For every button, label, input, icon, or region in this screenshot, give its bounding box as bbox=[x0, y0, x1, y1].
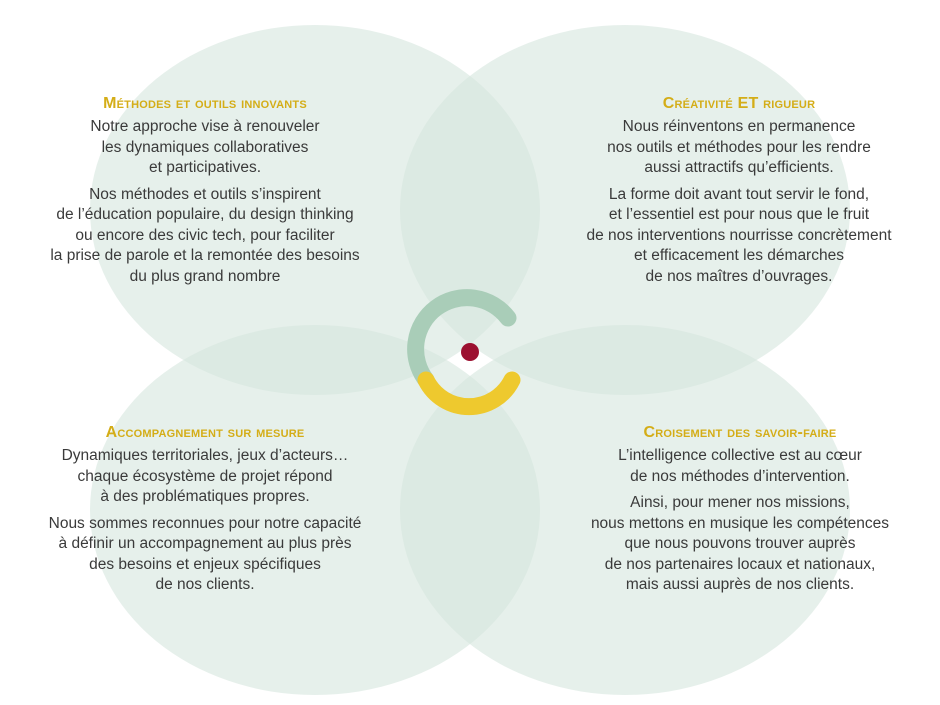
text-line: nous mettons en musique les compétences bbox=[590, 514, 890, 532]
text-line: à des problématiques propres. bbox=[100, 488, 310, 505]
paragraph: Nous réinventons en permanence nos outil… bbox=[550, 117, 928, 179]
text-line: La forme doit avant tout servir le fond, bbox=[608, 185, 870, 203]
paragraph: Dynamiques territoriales, jeux d’acteurs… bbox=[15, 446, 395, 508]
text-line: ou encore des civic tech, pour faciliter bbox=[75, 226, 335, 244]
text-line: Nous sommes reconnues pour notre capacit… bbox=[48, 514, 362, 532]
text-line: la prise de parole et la remontée des be… bbox=[50, 247, 360, 264]
logo-arc-green bbox=[407, 289, 517, 389]
block-title: Méthodes et outils innovants bbox=[103, 95, 307, 112]
text-line: Nos méthodes et outils s’inspirent bbox=[89, 185, 321, 203]
text-line: Notre approche vise à renouveler bbox=[90, 118, 320, 135]
text-line: les dynamiques collaboratives bbox=[101, 138, 309, 156]
text-line: Nous réinventons en permanence bbox=[622, 118, 856, 135]
text-line: nos outils et méthodes pour les rendre bbox=[607, 138, 871, 156]
text-line: mais aussi auprès de nos clients. bbox=[625, 576, 855, 593]
text-line: L’intelligence collective est au cœur bbox=[618, 447, 862, 464]
petal-bottom-left bbox=[90, 325, 540, 695]
paragraph: Notre approche vise à renouveler les dyn… bbox=[15, 117, 395, 179]
logo-center-dot bbox=[461, 343, 479, 361]
text-line: Dynamiques territoriales, jeux d’acteurs… bbox=[61, 447, 349, 464]
block-methodes: Méthodes et outils innovants Notre appro… bbox=[15, 95, 395, 293]
paragraph: Nos méthodes et outils s’inspirent de l’… bbox=[15, 185, 395, 288]
text-line: de nos partenaires locaux et nationaux, bbox=[604, 555, 876, 573]
text-line: chaque écosystème de projet répond bbox=[77, 467, 333, 485]
text-line: aussi attractifs qu’efficients. bbox=[644, 159, 834, 176]
text-line: Ainsi, pour mener nos missions, bbox=[630, 494, 850, 511]
petal-top-right bbox=[400, 25, 850, 395]
text-line: du plus grand nombre bbox=[129, 267, 281, 285]
paragraph: Ainsi, pour mener nos missions, nous met… bbox=[560, 493, 920, 596]
block-title: Créativité ET rigueur bbox=[662, 95, 816, 112]
text-line: de nos clients. bbox=[155, 576, 255, 593]
paragraph: L’intelligence collective est au cœur de… bbox=[560, 446, 920, 487]
text-line: de l’éducation populaire, du design thin… bbox=[56, 206, 354, 223]
petal-bottom-right bbox=[400, 325, 850, 695]
block-croisement: Croisement des savoir-faire L’intelligen… bbox=[560, 424, 920, 602]
block-creativite: Créativité ET rigueur Nous réinventons e… bbox=[550, 95, 928, 293]
text-line: de nos méthodes d’intervention. bbox=[630, 467, 850, 485]
paragraph: La forme doit avant tout servir le fond,… bbox=[550, 185, 928, 288]
block-accompagnement: Accompagnement sur mesure Dynamiques ter… bbox=[15, 424, 395, 602]
text-line: de nos interventions nourrisse concrètem… bbox=[586, 226, 892, 244]
text-line: que nous pouvons trouver auprès bbox=[624, 535, 856, 552]
block-title: Croisement des savoir-faire bbox=[643, 424, 837, 441]
text-line: et efficacement les démarches bbox=[634, 247, 844, 264]
text-line: et l’essentiel est pour nous que le frui… bbox=[608, 206, 870, 223]
text-line: à définir un accompagnement au plus près bbox=[58, 535, 352, 552]
block-title: Accompagnement sur mesure bbox=[105, 424, 305, 441]
text-line: des besoins et enjeux spécifiques bbox=[89, 555, 321, 573]
logo-arc-yellow bbox=[417, 371, 521, 416]
text-line: de nos maîtres d’ouvrages. bbox=[645, 267, 833, 285]
petal-top-left bbox=[90, 25, 540, 395]
text-line: et participatives. bbox=[149, 159, 261, 176]
paragraph: Nous sommes reconnues pour notre capacit… bbox=[15, 514, 395, 596]
